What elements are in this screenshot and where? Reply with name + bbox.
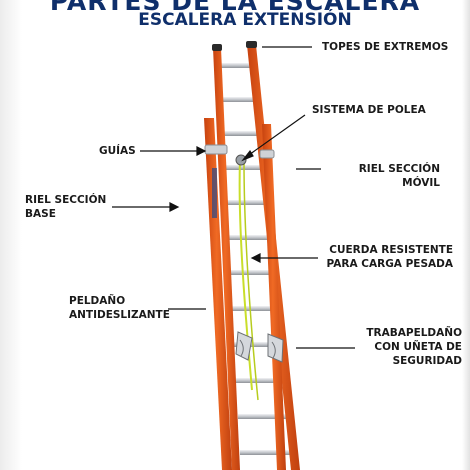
rung-lock-left bbox=[235, 331, 253, 361]
label-trabapeldano: TRABAPELDAÑO CON UÑETA DE SEGURIDAD bbox=[352, 326, 462, 368]
label-line: MÓVIL bbox=[402, 177, 440, 189]
label-line: RIEL SECCIÓN bbox=[358, 163, 440, 175]
rung bbox=[226, 200, 267, 205]
arrowhead-polea bbox=[241, 149, 254, 162]
label-riel-seccion-base: RIEL SECCIÓN BASE bbox=[25, 193, 106, 221]
rung bbox=[234, 342, 283, 347]
base-rail-left bbox=[204, 118, 232, 470]
label-line: TOPES DE EXTREMOS bbox=[322, 41, 449, 53]
rung bbox=[238, 414, 291, 419]
rung bbox=[232, 306, 279, 311]
pulley bbox=[235, 154, 247, 166]
leader-line-polea bbox=[245, 114, 306, 158]
arrowhead-guias bbox=[196, 146, 207, 156]
label-line: ANTIDESLIZANTE bbox=[69, 309, 170, 321]
label-line: PARA CARGA PESADA bbox=[326, 258, 453, 270]
rung bbox=[222, 131, 259, 136]
arrowhead-cuerda bbox=[250, 253, 261, 263]
label-line: BASE bbox=[25, 208, 56, 220]
rung bbox=[230, 270, 275, 275]
label-guias: GUÍAS bbox=[99, 144, 136, 158]
rung bbox=[218, 63, 251, 68]
diagram-subtitle: ESCALERA EXTENSIÓN bbox=[138, 10, 352, 30]
label-line: TRABAPELDAÑO bbox=[366, 327, 462, 339]
label-topes-de-extremos: TOPES DE EXTREMOS bbox=[322, 40, 448, 54]
end-cap-right bbox=[246, 41, 257, 48]
label-line: CON UÑETA DE bbox=[374, 341, 462, 353]
diagram-title: PARTES DE LA ESCALERA bbox=[49, 0, 421, 16]
label-line: SISTEMA DE POLEA bbox=[312, 104, 426, 116]
label-line: SEGURIDAD bbox=[392, 355, 462, 367]
label-line: CUERDA RESISTENTE bbox=[329, 244, 453, 256]
label-peldano-antideslizante: PELDAÑO ANTIDESLIZANTE bbox=[69, 294, 170, 322]
page-edge-left bbox=[0, 0, 22, 470]
rail-decal bbox=[212, 168, 217, 218]
rung-lock-right bbox=[267, 333, 284, 363]
label-sistema-de-polea: SISTEMA DE POLEA bbox=[312, 103, 426, 117]
base-rail-right bbox=[262, 124, 286, 470]
rope-strand bbox=[243, 161, 259, 401]
label-line: GUÍAS bbox=[99, 145, 136, 157]
rung bbox=[240, 450, 295, 455]
end-cap-left bbox=[212, 44, 222, 51]
label-cuerda-resistente: CUERDA RESISTENTE PARA CARGA PESADA bbox=[318, 243, 453, 271]
rung bbox=[228, 235, 271, 240]
guide-bracket-left bbox=[204, 144, 228, 155]
rung bbox=[236, 378, 287, 383]
arrowhead-riel-base bbox=[169, 202, 180, 212]
rope bbox=[238, 159, 253, 391]
label-line: PELDAÑO bbox=[69, 295, 126, 307]
page-edge-right bbox=[462, 0, 470, 470]
label-line: RIEL SECCIÓN bbox=[25, 194, 107, 206]
label-riel-seccion-movil: RIEL SECCIÓN MÓVIL bbox=[340, 162, 440, 190]
rung bbox=[220, 97, 255, 102]
guide-bracket-right bbox=[259, 149, 275, 159]
